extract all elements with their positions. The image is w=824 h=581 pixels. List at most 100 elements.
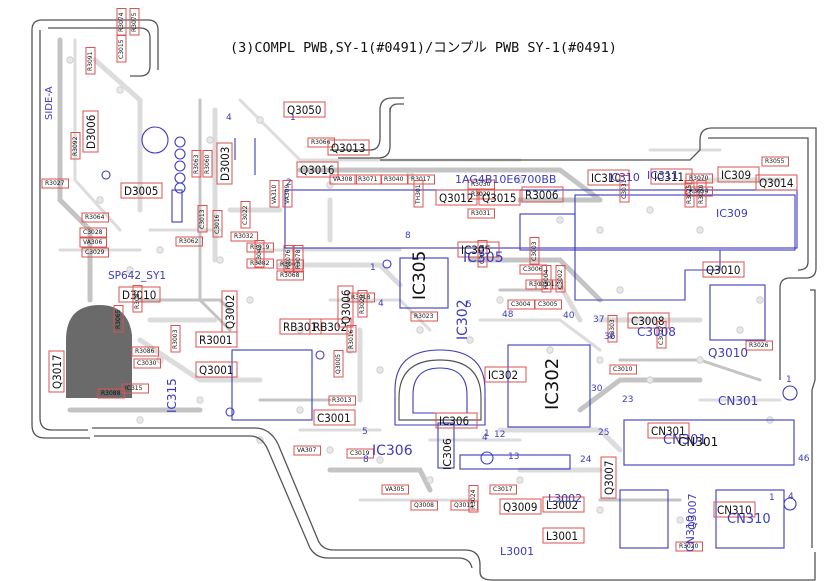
component-ref: R3004 xyxy=(543,269,550,289)
component-outline xyxy=(133,358,161,369)
component-ref: Q3015 xyxy=(482,191,516,205)
component-outline xyxy=(656,321,667,349)
component-outline xyxy=(627,312,670,329)
via xyxy=(156,246,164,254)
component-ref: Q3012 xyxy=(439,191,473,205)
component-ref: R3006 xyxy=(525,188,559,202)
component-d3003: D3003 xyxy=(216,142,233,185)
component-outline xyxy=(85,47,96,75)
component-outline xyxy=(195,361,238,378)
component-outline xyxy=(279,318,322,335)
component-ref: C3022 xyxy=(242,205,249,225)
component-c3004: C3004 xyxy=(507,299,535,310)
component-ref: C3012 xyxy=(539,281,559,288)
component-outline xyxy=(713,501,756,518)
component-outline xyxy=(675,541,703,552)
component-ref: R3019 xyxy=(250,244,270,251)
component-outline xyxy=(81,247,109,258)
component-rb301: RB301 xyxy=(279,318,322,335)
component-outline xyxy=(381,484,409,495)
component-ref: C3030 xyxy=(137,360,157,367)
component-ref: C3016 xyxy=(214,214,221,234)
pin-number: 25 xyxy=(598,428,609,438)
via xyxy=(696,356,704,364)
pin-number: 5 xyxy=(466,300,472,310)
component-outline xyxy=(477,240,488,268)
silk-label: CN301 xyxy=(678,435,718,449)
component-r3013: R3013 xyxy=(328,395,356,406)
via xyxy=(426,476,434,484)
component-r3023: R3023 xyxy=(410,311,438,322)
component-r3019: R3019 xyxy=(246,242,274,253)
component-outline xyxy=(282,180,293,208)
component-va308: VA308 xyxy=(329,174,357,185)
component-r3006: R3006 xyxy=(521,186,564,203)
component-ref: VA310 xyxy=(271,185,278,204)
component-outline xyxy=(357,290,368,318)
component-ref: C3004 xyxy=(511,301,531,308)
component-outline xyxy=(745,340,773,351)
component-ref: R3075 xyxy=(131,12,138,32)
component-ref: C3003 xyxy=(531,241,538,261)
component-ref: R3005 xyxy=(529,281,549,288)
component-outline xyxy=(70,132,81,160)
component-q3005: Q3005 xyxy=(333,350,344,378)
component-ref: CN301 xyxy=(651,424,686,438)
via xyxy=(196,396,204,404)
via xyxy=(296,406,304,414)
component-c3027: C3027 xyxy=(656,321,667,349)
component-ref: C3029 xyxy=(85,249,105,256)
via xyxy=(596,356,604,364)
component-ref: D3010 xyxy=(122,288,156,302)
component-ref: R3071 xyxy=(358,176,378,183)
component-outline xyxy=(489,484,517,495)
component-outline xyxy=(484,366,527,383)
component-r3092: R3092 xyxy=(70,132,81,160)
component-outline xyxy=(131,346,159,357)
component-outline xyxy=(82,110,99,153)
component-ref: L3002 xyxy=(546,498,578,512)
component-outline xyxy=(609,364,637,375)
component-r3087: R3087 xyxy=(132,285,143,313)
component-outline xyxy=(410,311,438,322)
component-d3010: D3010 xyxy=(118,286,161,303)
component-ref: Q3006 xyxy=(339,290,353,324)
component-ref: R3063 xyxy=(193,154,200,174)
component-q3012: Q3012 xyxy=(435,189,478,206)
component-outline xyxy=(607,315,618,343)
component-outline xyxy=(761,156,789,167)
component-outline xyxy=(468,485,479,513)
via xyxy=(496,296,504,304)
trace xyxy=(138,298,232,312)
component-outline xyxy=(413,180,424,208)
trace xyxy=(277,262,403,288)
pin-number: 37 xyxy=(593,315,604,325)
via xyxy=(646,206,654,214)
component-r3060: R3060 xyxy=(202,150,213,178)
pin-number: 23 xyxy=(622,395,633,405)
component-ref: R3086 xyxy=(135,348,155,355)
pin-number: 30 xyxy=(591,384,603,394)
via xyxy=(376,456,384,464)
component-ref: R3064 xyxy=(85,214,105,221)
component-outline xyxy=(307,137,335,148)
component-ref: R3025 xyxy=(686,184,693,204)
component-outline xyxy=(619,175,630,203)
component-r3004: R3004 xyxy=(541,265,552,293)
component-outline xyxy=(541,265,552,293)
component-ref: VA308 xyxy=(333,176,352,183)
component-ref: R3050 xyxy=(698,184,705,204)
component-outline xyxy=(212,210,223,238)
component-r3050: R3050 xyxy=(696,180,707,208)
component-outline xyxy=(41,178,69,189)
component-ref: R3003 xyxy=(172,329,179,349)
silk-label: CN301 xyxy=(718,394,758,408)
component-ref: Q3013 xyxy=(331,141,365,155)
component-ref: RB302 xyxy=(313,320,347,334)
component-ref: R3054 xyxy=(689,188,709,195)
trace xyxy=(618,358,762,382)
component-r3068: R3068 xyxy=(276,270,304,281)
component-q3010: Q3010 xyxy=(702,261,745,278)
